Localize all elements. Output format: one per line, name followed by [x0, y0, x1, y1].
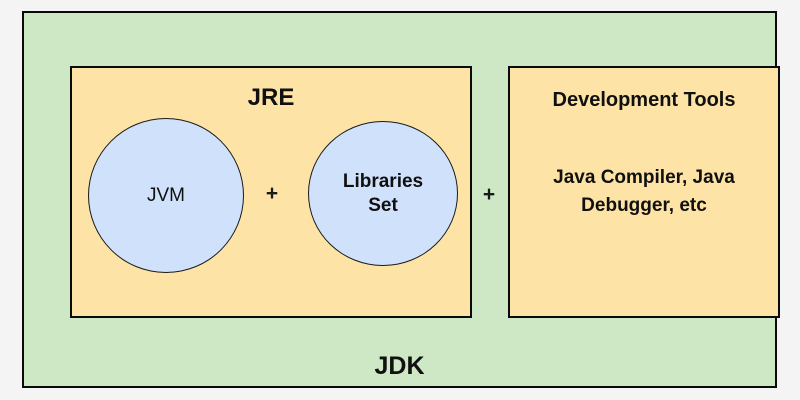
development-tools-body: Java Compiler, Java Debugger, etc	[553, 167, 735, 216]
jdk-container: JRE JVM + Libraries Set + Development To…	[22, 11, 780, 388]
jdk-label: JDK	[374, 352, 425, 380]
libraries-set-label: Libraries Set	[342, 170, 424, 216]
jre-title: JRE	[247, 84, 295, 111]
plus-operator-jre-icon: +	[265, 182, 279, 205]
libraries-set-circle: Libraries Set	[308, 121, 458, 266]
plus-operator-jdk-icon: +	[482, 183, 496, 206]
jvm-circle: JVM	[88, 118, 244, 273]
development-tools-title: Development Tools	[552, 89, 736, 111]
development-tools-container: Development Tools Java Compiler, Java De…	[508, 66, 780, 318]
jre-container: JRE JVM + Libraries Set	[70, 66, 472, 318]
jvm-label: JVM	[147, 184, 185, 206]
